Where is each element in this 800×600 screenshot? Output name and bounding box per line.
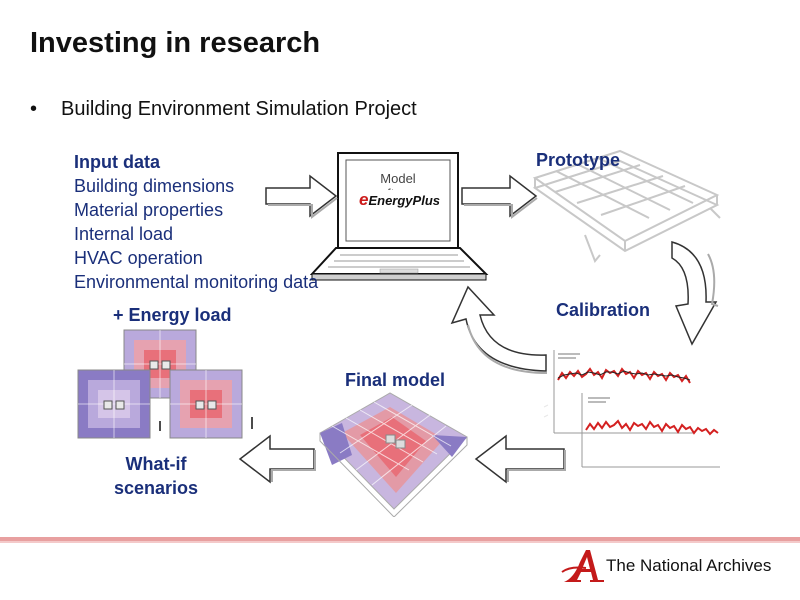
- final-model-label: Final model: [345, 370, 446, 390]
- calibration-label: Calibration: [556, 300, 651, 320]
- what-if-label-line2: scenarios: [113, 478, 199, 498]
- bullet-item: • Building Environment Simulation Project: [30, 98, 417, 121]
- energyplus-logo-text: EnergyPlus: [368, 193, 440, 208]
- input-data-item: Building dimensions: [74, 176, 235, 196]
- footer-divider: [0, 537, 800, 541]
- bullet-text: Building Environment Simulation Project: [61, 98, 417, 120]
- what-if-heatmaps-image: [77, 329, 253, 439]
- arrow-final-to-whatif-icon: [238, 434, 316, 484]
- energy-load-label: + Energy load: [113, 305, 232, 325]
- input-data-item: Environmental monitoring data: [74, 272, 319, 292]
- energyplus-logo: eEnergyPlus: [357, 190, 442, 210]
- input-data-list: Input data Building dimensions Material …: [74, 150, 318, 294]
- arrow-prototype-to-calibration-icon: [671, 241, 719, 346]
- arrow-model-to-prototype-icon: [461, 174, 538, 220]
- input-data-item: HVAC operation: [74, 248, 203, 268]
- final-model-heatmap-image: [319, 392, 468, 517]
- calibration-series-bottom: [585, 419, 719, 436]
- arrow-input-to-model-icon: [265, 174, 338, 220]
- calibration-chart-image: [543, 350, 720, 468]
- prototype-label: Prototype: [536, 150, 621, 170]
- footer-divider-shade: [0, 541, 800, 543]
- what-if-label-line1: What-if: [125, 454, 187, 474]
- arrow-calibration-to-final-icon: [474, 434, 566, 484]
- input-data-item: Internal load: [74, 224, 174, 244]
- laptop-screen-line1: Model: [380, 171, 416, 186]
- arrow-calibration-to-model-icon: [450, 285, 548, 374]
- national-archives-logo-icon: [561, 550, 604, 582]
- footer-organisation-name: The National Archives: [606, 556, 772, 575]
- input-data-heading: Input data: [74, 152, 160, 172]
- bullet-dot: •: [30, 98, 38, 120]
- prototype-wireframe-image: [532, 149, 721, 263]
- energyplus-e-icon: e: [359, 190, 369, 209]
- slide-title: Investing in research: [30, 27, 321, 59]
- input-data-item: Material properties: [74, 200, 224, 220]
